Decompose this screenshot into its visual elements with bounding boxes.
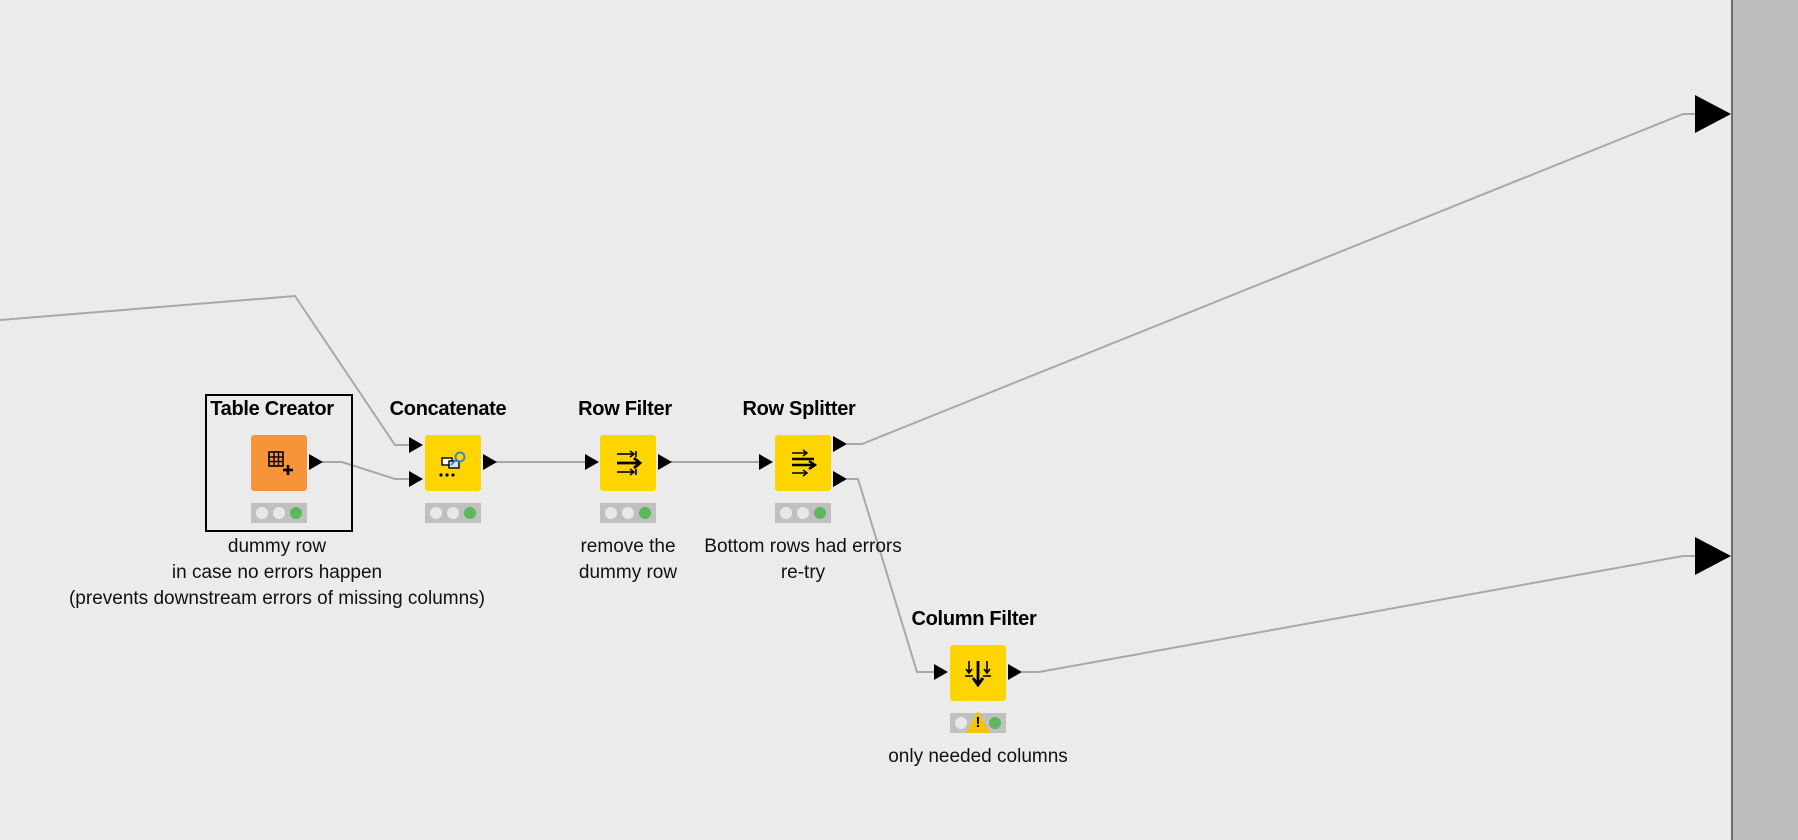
- row-splitter-out-port-1[interactable]: [833, 436, 847, 452]
- concatenate-in-port-1[interactable]: [409, 437, 423, 453]
- output-port-1[interactable]: [1695, 95, 1731, 133]
- vertical-scrollbar[interactable]: [1731, 0, 1798, 840]
- connection-rowsplitter-output1[interactable]: [847, 113, 1696, 445]
- row-splitter-icon: [792, 449, 818, 477]
- node-title-concatenate: Concatenate: [389, 398, 507, 420]
- concatenate-node[interactable]: [425, 435, 481, 491]
- row-splitter-node[interactable]: [775, 435, 831, 491]
- row-filter-status: [600, 503, 656, 523]
- row-splitter-in-port[interactable]: [759, 454, 773, 470]
- connection-columnfilter-output2[interactable]: [1022, 555, 1696, 673]
- node-title-column-filter: Column Filter: [911, 608, 1037, 630]
- output-port-2[interactable]: [1695, 537, 1731, 575]
- table-creator-annotation: dummy row in case no errors happen (prev…: [68, 536, 486, 609]
- warning-mark: !: [975, 714, 981, 731]
- table-creator-node[interactable]: [251, 435, 307, 491]
- row-filter-annotation: remove the dummy row: [578, 536, 678, 583]
- row-splitter-out-port-2[interactable]: [833, 471, 847, 487]
- row-splitter-annotation: Bottom rows had errors re-try: [704, 536, 902, 583]
- node-title-table-creator: Table Creator: [210, 398, 334, 420]
- node-title-row-splitter: Row Splitter: [742, 398, 856, 420]
- column-filter-icon: [965, 661, 991, 688]
- column-filter-annotation: only needed columns: [888, 746, 1068, 767]
- row-splitter-status: [775, 503, 831, 523]
- column-filter-out-port[interactable]: [1008, 664, 1022, 680]
- concatenate-out-port[interactable]: [483, 454, 497, 470]
- row-filter-icon: [617, 450, 643, 476]
- concatenate-status: [425, 503, 481, 523]
- row-filter-out-port[interactable]: [658, 454, 672, 470]
- connection-tablecreator-concatenate[interactable]: [322, 461, 411, 480]
- warning-icon: [966, 711, 990, 733]
- connection-rowsplitter-columnfilter[interactable]: [847, 478, 934, 673]
- table-creator-out-port[interactable]: [309, 454, 323, 470]
- connection-incoming[interactable]: [0, 294, 411, 446]
- table-plus-icon: [268, 451, 293, 475]
- table-creator-status: [251, 503, 307, 523]
- row-filter-in-port[interactable]: [585, 454, 599, 470]
- concatenate-in-port-2[interactable]: [409, 471, 423, 487]
- column-filter-in-port[interactable]: [934, 664, 948, 680]
- row-filter-node[interactable]: [600, 435, 656, 491]
- concatenate-icon: [439, 451, 466, 477]
- selection-box: [205, 394, 353, 532]
- node-title-row-filter: Row Filter: [578, 398, 672, 420]
- column-filter-node[interactable]: [950, 645, 1006, 701]
